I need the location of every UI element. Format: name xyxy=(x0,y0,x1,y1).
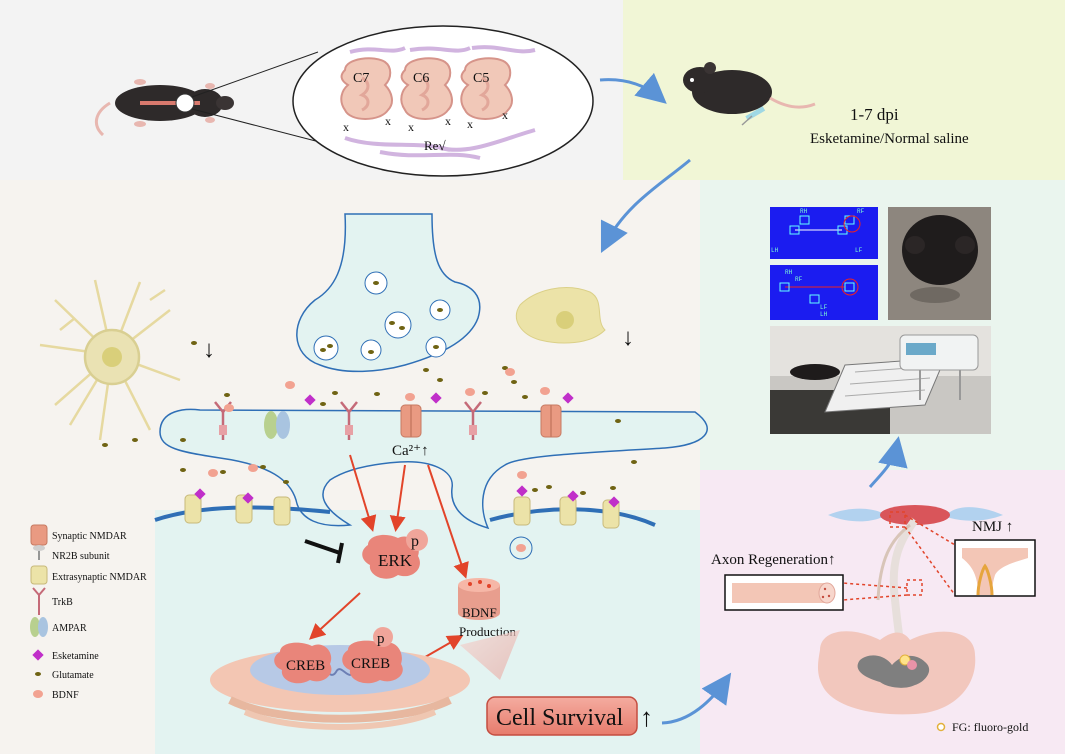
legend-icon-esketamine xyxy=(32,649,44,661)
dpi-label: 1-7 dpi xyxy=(850,105,899,124)
segment-label-c7: C7 xyxy=(353,71,369,86)
fg-legend-label: FG: fluoro-gold xyxy=(952,720,1028,734)
esketamine-molecules xyxy=(194,392,620,508)
legend-label-ampar: AMPAR xyxy=(52,623,87,634)
astrocyte-down-arrow: ↓ xyxy=(203,337,215,363)
rev-label: Re√ xyxy=(424,138,446,153)
cut-mark-4: x xyxy=(445,114,451,128)
segment-label-c5: C5 xyxy=(473,71,489,86)
legend-icon-bdnf xyxy=(33,690,43,698)
creb-label-1: CREB xyxy=(286,658,325,674)
synaptic-nmdar-1 xyxy=(400,404,422,438)
gait-top-label-lh: LH xyxy=(771,247,779,254)
legend-icon-glutamate xyxy=(35,672,41,676)
nmj-label: NMJ ↑ xyxy=(972,519,1013,535)
extrasynaptic-nmdar-group-left xyxy=(184,494,291,526)
gait-bottom-label-rf: RF xyxy=(795,276,803,283)
glutamate-molecules xyxy=(102,341,637,495)
legend-label-trkb: TrkB xyxy=(52,597,73,608)
creb-label-2: CREB xyxy=(351,656,390,672)
cut-mark-2: x xyxy=(385,114,391,128)
gait-bottom-label-lh: LH xyxy=(820,311,828,318)
postsynaptic-membrane xyxy=(159,408,708,530)
gait-top-label-rh: RH xyxy=(800,208,808,215)
calcium-label: Ca²⁺↑ xyxy=(392,443,429,459)
creb-protein-active xyxy=(342,627,403,684)
microglia-cell xyxy=(515,287,606,344)
legend-icon-trkb xyxy=(32,587,46,615)
trkb-receptor-2 xyxy=(340,401,358,440)
microglia-down-arrow: ↓ xyxy=(622,325,634,351)
gait-analysis-top xyxy=(770,207,878,259)
vesicle-glutamate xyxy=(320,281,443,354)
mouse-side-illustration xyxy=(683,62,816,126)
gait-bottom-label-lf: LF xyxy=(820,304,828,311)
bdnf-vesicle xyxy=(509,536,533,560)
ampar-receptor xyxy=(264,411,290,439)
inhibition-symbol xyxy=(304,539,344,564)
legend-icon-extrasynaptic-nmdar xyxy=(30,565,48,585)
fg-legend-dot xyxy=(936,722,946,732)
gait-analysis-bottom xyxy=(770,265,878,320)
survival-fan xyxy=(460,630,520,680)
nmj-inset xyxy=(954,539,1036,597)
cut-mark-1: x xyxy=(343,120,349,134)
trkb-receptor-1 xyxy=(214,401,232,440)
legend-label-extrasynaptic-nmdar: Extrasynaptic NMDAR xyxy=(52,572,147,583)
lower-membrane-left xyxy=(154,505,331,522)
bdnf-molecules xyxy=(208,368,550,552)
dashed-zoom-boxes xyxy=(841,511,956,601)
axon-inset xyxy=(724,574,844,611)
bdnf-production-cylinder xyxy=(458,578,500,620)
cut-mark-3: x xyxy=(408,120,414,134)
segment-label-c6: C6 xyxy=(413,71,429,86)
presynaptic-terminal xyxy=(296,213,481,373)
spinal-segment-c5 xyxy=(460,57,513,120)
arrow-to-synapse xyxy=(600,158,691,254)
gait-bottom-label-rh: RH xyxy=(785,269,793,276)
drug-label: Esketamine/Normal saline xyxy=(810,131,969,147)
cell-survival-up-arrow: ↑ xyxy=(640,703,653,732)
arrow-to-treatment xyxy=(599,72,667,104)
legend-label-synaptic-nmdar: Synaptic NMDAR xyxy=(52,531,127,542)
creb-phospho-label: p xyxy=(377,631,385,647)
mouse-photo xyxy=(888,207,991,320)
astrocyte-cell xyxy=(39,279,181,441)
synaptic-nmdar-2 xyxy=(540,404,562,438)
brachial-plexus-nerves xyxy=(344,45,536,160)
extrasynaptic-nmdar-group-right xyxy=(513,496,620,529)
cut-mark-5: x xyxy=(467,117,473,131)
grip-strength-photo xyxy=(770,326,991,434)
legend-label-glutamate: Glutamate xyxy=(52,670,94,681)
erk-label: ERK xyxy=(378,551,413,570)
erk-phospho-label: p xyxy=(411,533,419,550)
spinal-segment-c7 xyxy=(340,57,393,120)
legend-icon-nr2b-subunit xyxy=(33,545,45,560)
gait-top-label-rf: RF xyxy=(857,208,865,215)
legend-label-esketamine: Esketamine xyxy=(52,651,99,662)
legend-label-bdnf: BDNF xyxy=(52,690,79,701)
arrow-to-behavior xyxy=(868,436,908,488)
legend: Synaptic NMDAR NR2B subunit Extrasynapti… xyxy=(30,524,147,701)
arrow-to-regeneration xyxy=(661,672,732,725)
legend-icon-ampar xyxy=(30,617,48,637)
creb-protein-inactive xyxy=(274,642,332,684)
cell-survival-label: Cell Survival xyxy=(496,705,624,731)
zoom-line-upper xyxy=(191,51,319,98)
spinal-cord-cross-section xyxy=(817,631,976,715)
legend-icon-synaptic-nmdar xyxy=(30,524,48,546)
cut-mark-6: x xyxy=(502,108,508,122)
zoom-line-lower xyxy=(191,108,336,147)
erk-protein xyxy=(362,529,428,579)
gait-top-label-lf: LF xyxy=(855,247,863,254)
bdnf-production-label: BDNF xyxy=(462,605,497,620)
legend-label-nr2b-subunit: NR2B subunit xyxy=(52,551,110,562)
cell-survival-box xyxy=(486,696,638,736)
trkb-receptor-3 xyxy=(464,401,482,440)
spinal-segment-c6 xyxy=(400,57,453,120)
axon-regeneration-label: Axon Regeneration↑ xyxy=(711,552,836,568)
